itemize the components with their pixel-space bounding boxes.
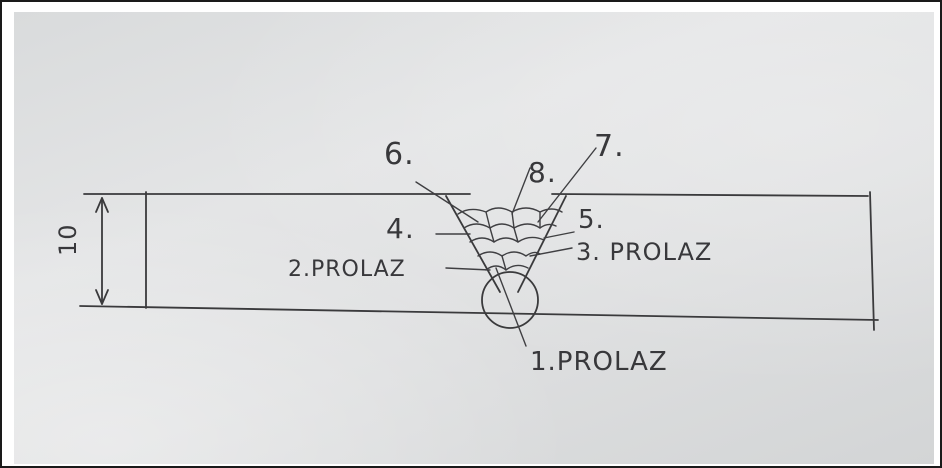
label-pass-8: 8. <box>528 156 557 189</box>
weld-beads <box>457 207 563 271</box>
paper-sheet <box>14 12 934 464</box>
label-pass-4: 4. <box>386 212 415 245</box>
label-pass-6: 6. <box>384 137 415 172</box>
label-pass-3: 3. PROLAZ <box>576 238 712 266</box>
root-pass-circle <box>481 271 539 329</box>
label-pass-7: 7. <box>594 129 625 164</box>
leader-lines <box>415 147 597 347</box>
label-pass-2: 2.PROLAZ <box>288 257 406 282</box>
dimension-value: 10 <box>54 223 82 256</box>
plate-outline <box>79 191 879 331</box>
label-pass-5: 5. <box>578 205 605 235</box>
label-pass-1: 1.PROLAZ <box>530 347 668 377</box>
dimension-line <box>95 197 109 305</box>
